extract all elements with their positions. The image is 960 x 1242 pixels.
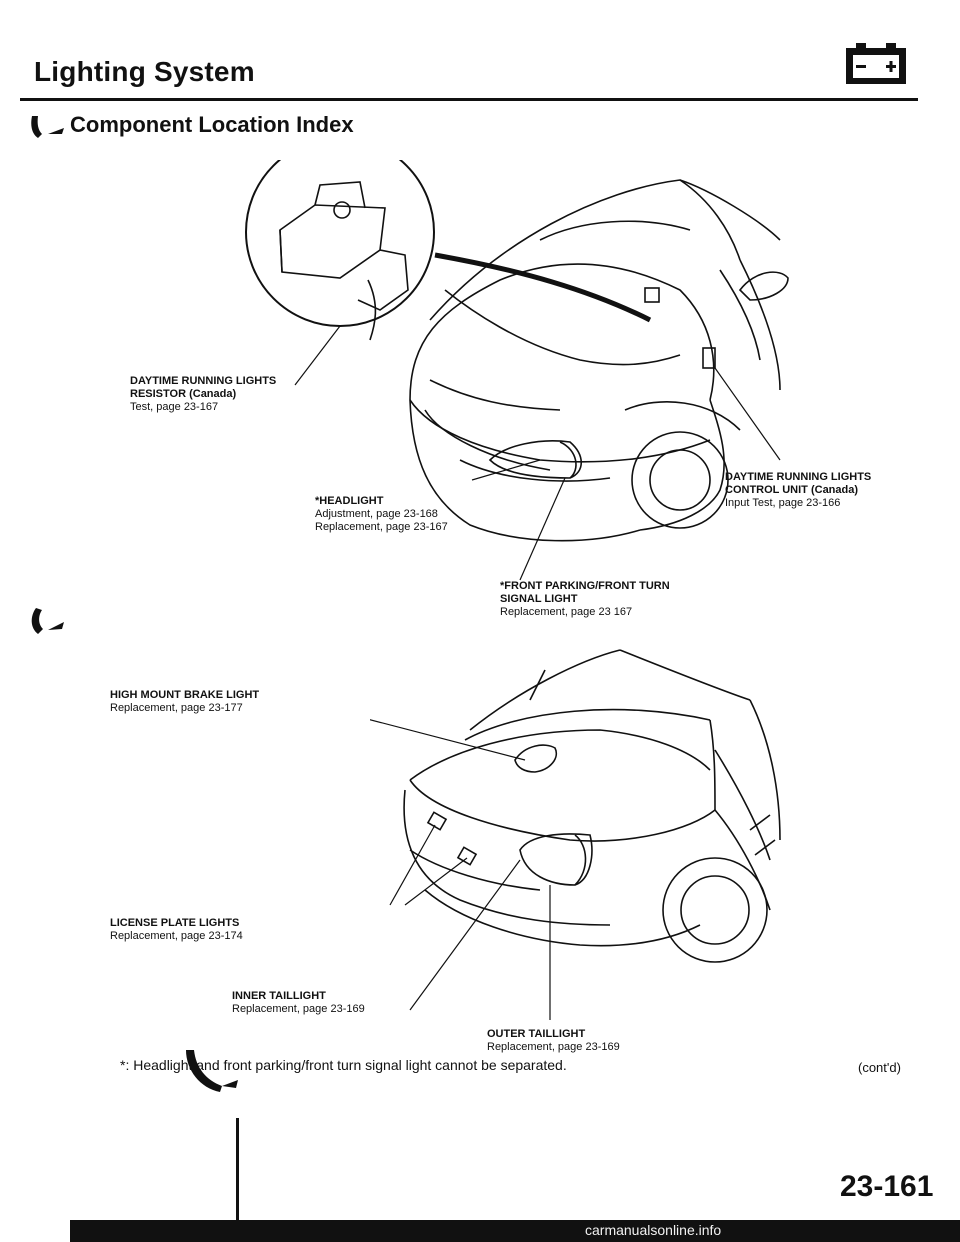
- margin-mark-bottom: [186, 1050, 238, 1092]
- callout-headlight-line1: Adjustment, page 23-168: [315, 508, 438, 520]
- callout-drl-resistor: DAYTIME RUNNING LIGHTS RESISTOR (Canada)…: [130, 375, 320, 414]
- callout-headlight: *HEADLIGHT Adjustment, page 23-168 Repla…: [315, 495, 485, 534]
- callout-headlight-line2: Replacement, page 23-167: [315, 521, 448, 533]
- callout-license-plate-heading: LICENSE PLATE LIGHTS: [110, 917, 240, 929]
- callout-front-parking-line1: Replacement, page 23 167: [500, 606, 633, 618]
- margin-rule: [236, 1118, 239, 1242]
- bottom-bar: [70, 1220, 960, 1242]
- callout-drl-control-unit-heading1: DAYTIME RUNNING LIGHTS: [725, 471, 872, 483]
- margin-mark-middle: [31, 608, 64, 634]
- callout-front-parking-heading1: *FRONT PARKING/FRONT TURN: [500, 580, 670, 592]
- callout-front-parking-heading2: SIGNAL LIGHT: [500, 593, 578, 605]
- header-rule: [20, 98, 918, 101]
- callout-outer-taillight: OUTER TAILLIGHT Replacement, page 23-169: [487, 1028, 687, 1054]
- callout-license-plate-line1: Replacement, page 23-174: [110, 930, 243, 942]
- watermark: carmanualsonline.info: [585, 1222, 722, 1238]
- page-number: 23-161: [840, 1170, 934, 1203]
- callout-inner-taillight-line1: Replacement, page 23-169: [232, 1003, 365, 1015]
- callout-outer-taillight-line1: Replacement, page 23-169: [487, 1041, 620, 1053]
- callout-inner-taillight-heading: INNER TAILLIGHT: [232, 990, 326, 1002]
- callout-high-mount-brake-line1: Replacement, page 23-177: [110, 702, 243, 714]
- callout-headlight-heading: *HEADLIGHT: [315, 495, 384, 507]
- front-car-illustration: [245, 160, 789, 581]
- section-title: Component Location Index: [70, 112, 354, 137]
- callout-drl-control-unit: DAYTIME RUNNING LIGHTS CONTROL UNIT (Can…: [725, 471, 925, 510]
- callout-outer-taillight-heading: OUTER TAILLIGHT: [487, 1028, 586, 1040]
- callout-high-mount-brake-heading: HIGH MOUNT BRAKE LIGHT: [110, 689, 260, 701]
- continued-label: (cont'd): [858, 1060, 901, 1075]
- callout-license-plate: LICENSE PLATE LIGHTS Replacement, page 2…: [110, 917, 300, 943]
- battery-icon: [846, 43, 906, 84]
- margin-mark-top: [31, 116, 64, 138]
- callout-drl-resistor-heading: DAYTIME RUNNING LIGHTS RESISTOR (Canada): [130, 375, 277, 400]
- callout-front-parking: *FRONT PARKING/FRONT TURN SIGNAL LIGHT R…: [500, 580, 700, 619]
- callout-high-mount-brake: HIGH MOUNT BRAKE LIGHT Replacement, page…: [110, 689, 310, 715]
- rear-car-illustration: [370, 649, 781, 1020]
- page-title: Lighting System: [34, 56, 255, 87]
- callout-drl-resistor-line1: Test, page 23-167: [130, 401, 219, 413]
- callout-inner-taillight: INNER TAILLIGHT Replacement, page 23-169: [232, 990, 422, 1016]
- footnote: *: Headlight and front parking/front tur…: [120, 1057, 567, 1073]
- callout-drl-control-unit-line1: Input Test, page 23-166: [725, 497, 841, 509]
- callout-drl-control-unit-heading2: CONTROL UNIT (Canada): [725, 484, 859, 496]
